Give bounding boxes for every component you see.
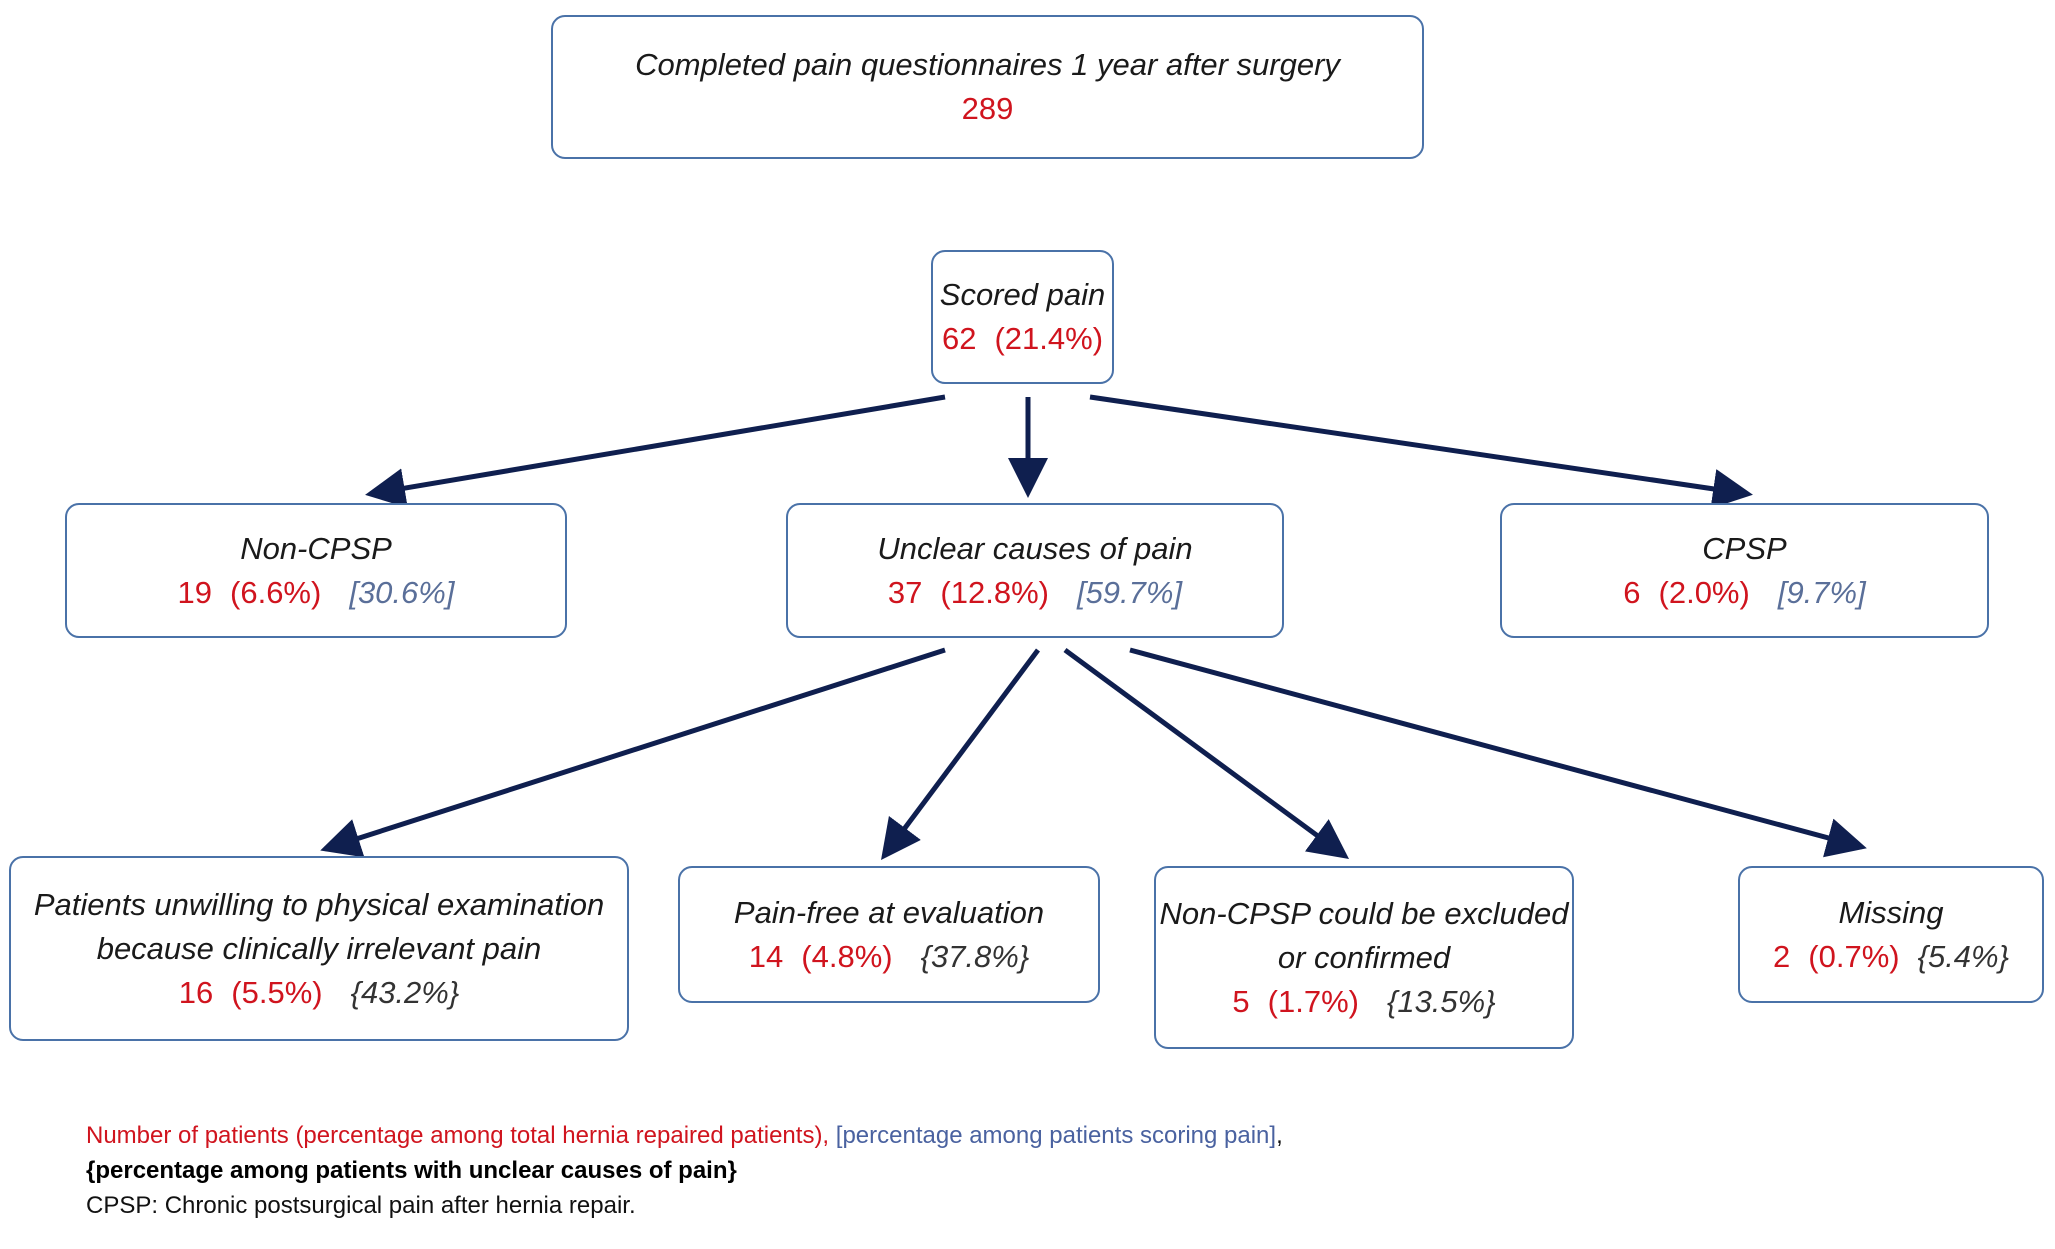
arrow-scored-to-noncpsp [365, 394, 946, 508]
arrow-unclear-to-noncpsp-excluded [1063, 647, 1350, 859]
arrow-scored-to-cpsp [1089, 394, 1753, 509]
noncpsp-excluded-title-line2: or confirmed [1277, 939, 1451, 975]
legend-blue-text: [percentage among patients scoring pain] [835, 1122, 1277, 1149]
noncpsp-excluded-pct-total: (1.7%) [1267, 983, 1359, 1019]
unwilling-count: 16 [178, 974, 214, 1010]
scored-pain-box: Scored pain 62 (21.4%) [931, 250, 1114, 384]
cpsp-pct-total: (2.0%) [1658, 574, 1750, 610]
unclear-pct-total: (12.8%) [940, 574, 1049, 610]
missing-pct-unclear: {5.4%} [1917, 938, 2009, 974]
missing-count: 2 [1773, 938, 1791, 974]
missing-box: Missing 2 (0.7%) {5.4%} [1738, 866, 2044, 1003]
painfree-title: Pain-free at evaluation [733, 894, 1045, 930]
unwilling-title-line1: Patients unwilling to physical examinati… [33, 886, 605, 922]
unwilling-title-line2: because clinically irrelevant pain [96, 930, 542, 966]
painfree-box: Pain-free at evaluation 14 (4.8%) {37.8%} [678, 866, 1100, 1003]
noncpsp-excluded-count: 5 [1232, 983, 1250, 1019]
noncpsp-pct-total: (6.6%) [230, 574, 322, 610]
root-box: Completed pain questionnaires 1 year aft… [551, 15, 1424, 159]
missing-title: Missing [1838, 894, 1944, 930]
unclear-pct-scored: [59.7%] [1076, 574, 1183, 610]
missing-pct-total: (0.7%) [1808, 938, 1900, 974]
legend: Number of patients (percentage among tot… [86, 1118, 1283, 1223]
noncpsp-count: 19 [177, 574, 213, 610]
legend-red-text: Number of patients (percentage among tot… [86, 1122, 830, 1149]
noncpsp-title: Non-CPSP [240, 530, 392, 566]
scored-pain-count: 62 [941, 321, 977, 356]
painfree-pct-total: (4.8%) [801, 938, 893, 974]
unwilling-box: Patients unwilling to physical examinati… [9, 856, 629, 1041]
cpsp-count: 6 [1623, 574, 1641, 610]
legend-comma: , [1276, 1122, 1283, 1149]
noncpsp-box: Non-CPSP 19 (6.6%) [30.6%] [65, 503, 567, 638]
arrow-unclear-to-missing [1129, 647, 1867, 858]
noncpsp-excluded-box: Non-CPSP could be excluded or confirmed … [1154, 866, 1574, 1049]
painfree-count: 14 [748, 938, 784, 974]
arrow-unclear-to-unwilling [320, 647, 946, 858]
noncpsp-pct-scored: [30.6%] [349, 574, 455, 610]
legend-bold-text: {percentage among patients with unclear … [86, 1157, 737, 1184]
unclear-count: 37 [887, 574, 923, 610]
cpsp-box: CPSP 6 (2.0%) [9.7%] [1500, 503, 1989, 638]
unwilling-pct-unclear: {43.2%} [350, 974, 460, 1010]
legend-abbrev-text: CPSP: Chronic postsurgical pain after he… [86, 1192, 636, 1219]
scored-pain-title: Scored pain [939, 277, 1106, 312]
cpsp-pct-scored: [9.7%] [1777, 574, 1866, 610]
unclear-box: Unclear causes of pain 37 (12.8%) [59.7%] [786, 503, 1284, 638]
painfree-pct-unclear: {37.8%} [920, 938, 1030, 974]
unclear-title: Unclear causes of pain [877, 530, 1193, 566]
noncpsp-excluded-pct-unclear: {13.5%} [1386, 983, 1496, 1019]
scored-pain-pct-total: (21.4%) [994, 321, 1104, 356]
root-title: Completed pain questionnaires 1 year aft… [635, 47, 1340, 82]
arrow-unclear-to-painfree [881, 648, 1041, 861]
cpsp-title: CPSP [1702, 530, 1787, 566]
unwilling-pct-total: (5.5%) [231, 974, 323, 1010]
root-count: 289 [961, 91, 1014, 126]
noncpsp-excluded-title-line1: Non-CPSP could be excluded [1159, 895, 1569, 931]
